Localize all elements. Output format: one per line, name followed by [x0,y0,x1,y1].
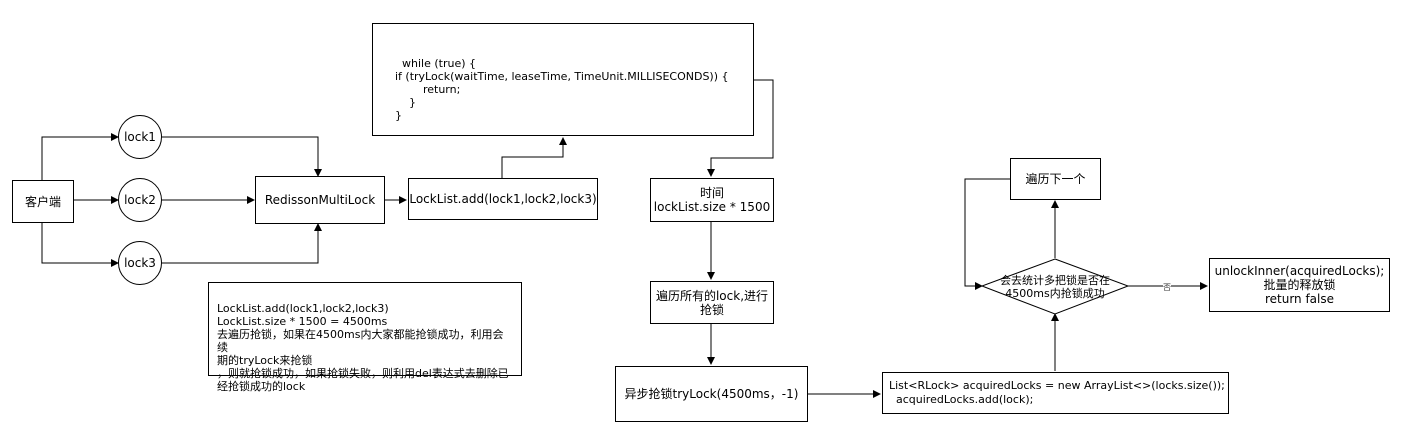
locklist-add-label: LockList.add(lock1,lock2,lock3) [409,192,597,206]
async-trylock-label: 异步抢锁tryLock(4500ms，-1) [624,387,799,401]
client-node: 客户端 [12,180,74,223]
decision-diamond [980,258,1130,315]
unlock-node: unlockInner(acquiredLocks); 批量的释放锁 retur… [1209,258,1390,312]
edge-next-decision-loop [964,178,1010,290]
edge-client-lock3 [41,223,119,267]
lock2-label: lock2 [124,193,156,207]
code-block-node: while (true) { if (tryLock(waitTime, lea… [372,23,754,136]
multilock-label: RedissonMultiLock [264,193,376,207]
time-label: 时间 lockList.size * 1500 [653,186,771,214]
edge-lock1-multilock [162,136,322,177]
code-block-text: while (true) { if (tryLock(waitTime, lea… [395,57,729,122]
edge-label-no: 否 [1163,282,1171,293]
multilock-node: RedissonMultiLock [255,176,385,224]
lock3-node: lock3 [118,241,162,285]
acquired-locks-node: List<RLock> acquiredLocks = new ArrayLis… [882,372,1229,414]
decision-label: 会去统计多把锁是否在 4500ms内抢锁成功 [1000,274,1110,300]
explanation-note: LockList.add(lock1,lock2,lock3) LockList… [208,282,522,393]
client-label: 客户端 [24,194,61,209]
explanation-note-text: LockList.add(lock1,lock2,lock3) LockList… [217,302,509,393]
locklist-add-node: LockList.add(lock1,lock2,lock3) [408,178,598,220]
acquired-locks-label: List<RLock> acquiredLocks = new ArrayLis… [889,379,1225,406]
time-node: 时间 lockList.size * 1500 [650,178,774,222]
edge-locklist-code [501,137,567,178]
lock1-label: lock1 [124,130,156,144]
lock3-label: lock3 [124,256,156,270]
lock2-node: lock2 [118,178,162,222]
unlock-label: unlockInner(acquiredLocks); 批量的释放锁 retur… [1214,264,1385,306]
edge-client-lock1 [41,133,119,180]
iterate-node: 遍历所有的lock,进行 抢锁 [650,281,774,324]
edge-code-time [707,79,774,177]
async-trylock-node: 异步抢锁tryLock(4500ms，-1) [615,366,808,422]
edge-lock3-multilock [162,223,322,264]
iterate-label: 遍历所有的lock,进行 抢锁 [655,288,769,317]
next-label: 遍历下一个 [1025,172,1086,186]
next-node: 遍历下一个 [1010,158,1101,200]
lock1-node: lock1 [118,115,162,159]
